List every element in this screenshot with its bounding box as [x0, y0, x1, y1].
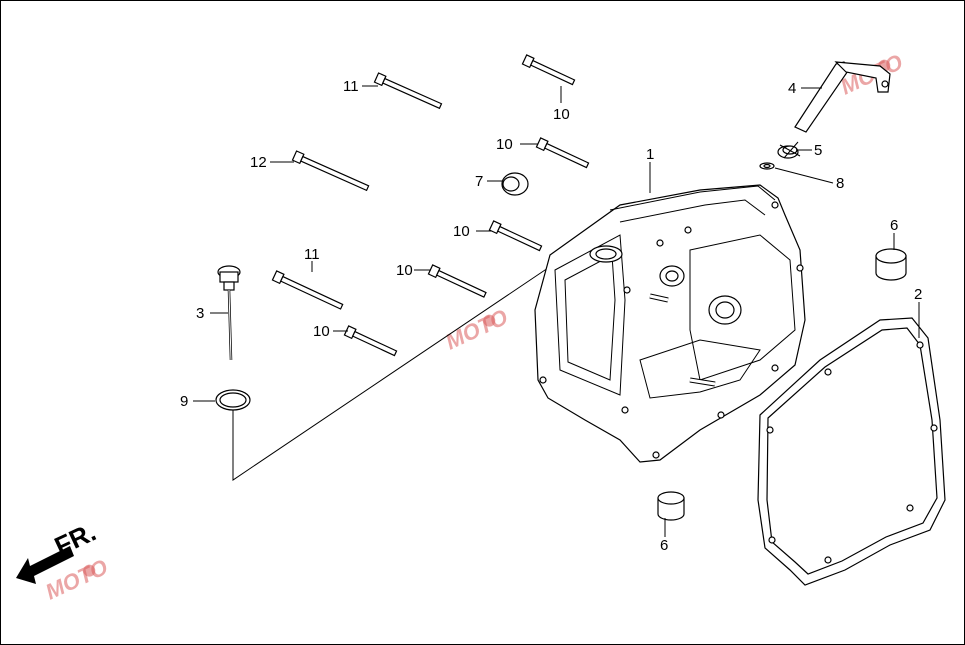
callout-label: 1 [646, 146, 654, 163]
bolt-10-third [488, 220, 543, 252]
crankcase-cover-1 [534, 184, 806, 463]
oil-dipstick-3 [217, 265, 241, 361]
watermark-center: MOTO [442, 304, 512, 354]
bolt-10-fourth [427, 264, 487, 298]
gasket-2 [757, 317, 946, 586]
dowel-pin-6-upper [875, 248, 907, 281]
callout-label: 10 [496, 136, 513, 153]
callout-label: 6 [890, 217, 898, 234]
bolt-10-second [535, 137, 590, 169]
front-arrow-icon [16, 546, 74, 584]
callout-label: 10 [313, 323, 330, 340]
callout-label: 10 [396, 262, 413, 279]
callout-label: 2 [914, 286, 922, 303]
callout-numbers: 1 2 3 4 5 6 6 7 8 9 10 10 10 10 10 11 11… [180, 78, 922, 554]
o-ring-9 [215, 389, 251, 411]
callout-label: 8 [836, 175, 844, 192]
bolt-11-top [373, 72, 443, 110]
callout-label: 11 [343, 78, 359, 95]
lever-arm-4 [794, 61, 891, 133]
bolt-10-fifth [343, 325, 398, 357]
watermark-text: MOTO [442, 304, 512, 354]
callout-label: 9 [180, 393, 188, 410]
callout-label: 11 [304, 246, 320, 263]
assembly-leader-line [232, 267, 549, 481]
bolt-10-top [521, 54, 576, 86]
oil-seal-7 [501, 172, 529, 196]
callout-label: 7 [475, 173, 483, 190]
callout-label: 5 [814, 142, 822, 159]
bolt-12 [291, 150, 370, 192]
washer-8 [759, 162, 775, 170]
callout-label: 3 [196, 305, 204, 322]
callout-label: 10 [553, 106, 570, 123]
callout-label: 12 [250, 154, 267, 171]
dowel-pin-6-lower [657, 491, 685, 521]
callout-label: 4 [788, 80, 796, 97]
bolt-11-lower [271, 270, 344, 310]
callout-leaders [193, 85, 920, 537]
callout-label: 10 [453, 223, 470, 240]
callout-label: 6 [660, 537, 668, 554]
